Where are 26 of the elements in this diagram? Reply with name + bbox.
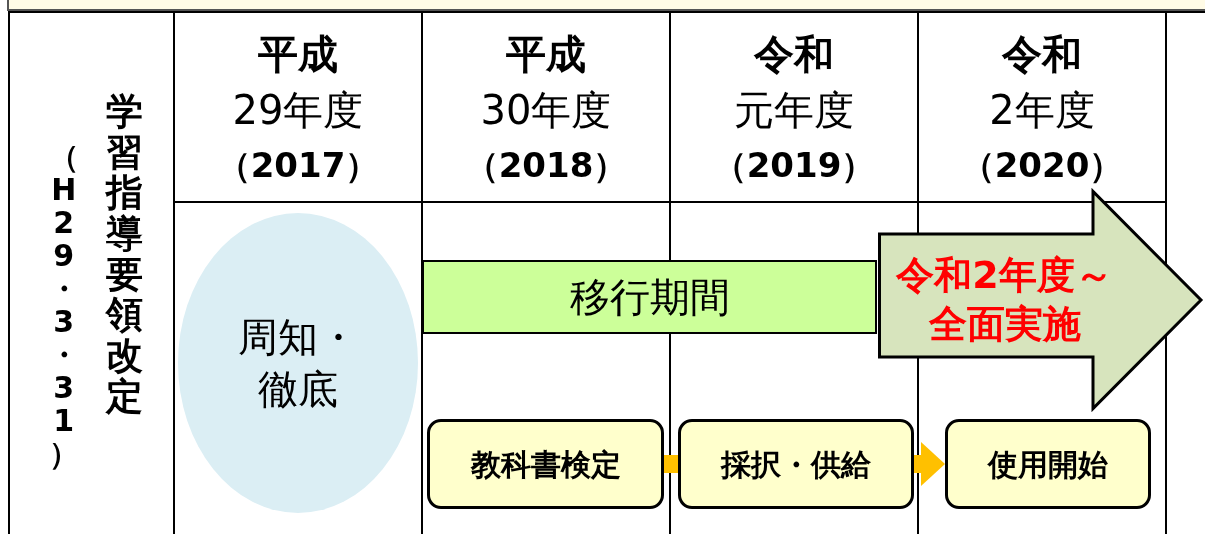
process-box (678, 419, 914, 509)
era-heading: 平成 (257, 30, 339, 79)
block-arrow (878, 190, 1203, 410)
fiscal-year-heading: 元年度 (733, 86, 855, 135)
year-heading: （2018） (463, 144, 629, 187)
fiscal-year-heading: 30年度 (479, 86, 613, 135)
era-heading: 令和 (1001, 30, 1083, 79)
year-heading: （2017） (215, 144, 381, 187)
vertical-heading: （H29・3・31） (47, 140, 80, 470)
node-text: 周知・徹底 (237, 313, 359, 414)
arrow (914, 442, 945, 486)
process-box (945, 419, 1151, 509)
node-text: 令和2年度～全面実施 (895, 251, 1114, 348)
node-text: 採択・供給 (721, 445, 871, 484)
fiscal-year-heading: 29年度 (231, 86, 365, 135)
year-heading: （2019） (711, 144, 877, 187)
node-text: 使用開始 (988, 445, 1108, 484)
year-heading: （2020） (959, 144, 1125, 187)
era-heading: 令和 (753, 30, 835, 79)
process-box (427, 419, 664, 509)
node-text: 移行期間 (569, 273, 730, 322)
period-bar (422, 260, 877, 334)
fiscal-year-heading: 2年度 (988, 86, 1096, 135)
era-heading: 平成 (505, 30, 587, 79)
vertical-heading: 学習指導要領改定 (106, 92, 143, 418)
node-text: 教科書検定 (470, 445, 621, 484)
